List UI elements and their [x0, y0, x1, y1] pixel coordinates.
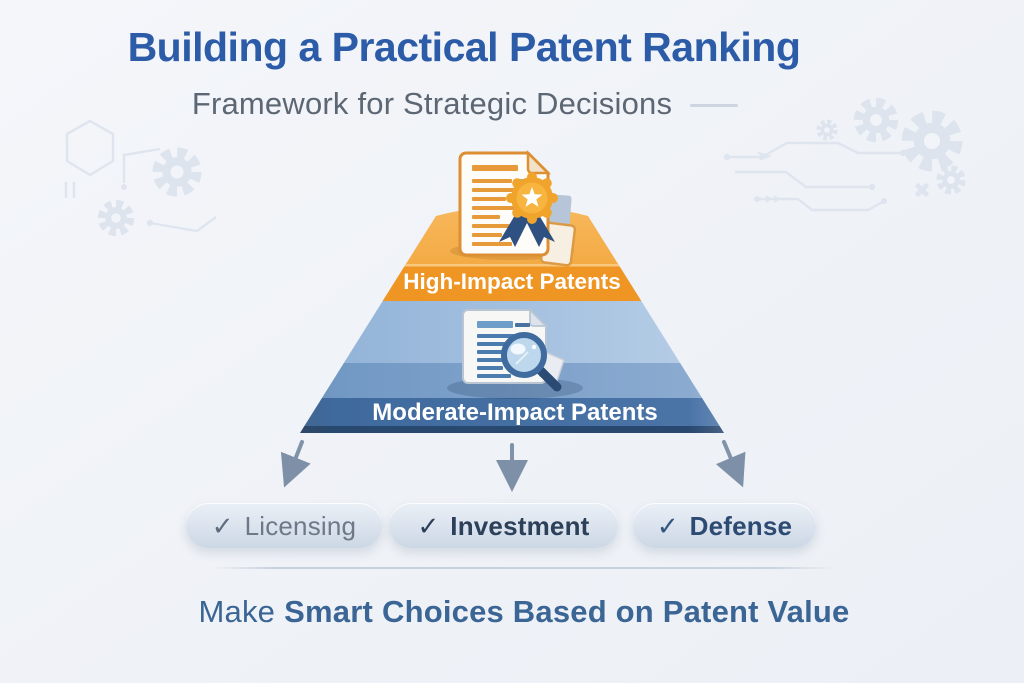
tier-label-moderate-impact: Moderate-Impact Patents [372, 399, 657, 426]
arrow-down-icon [280, 440, 311, 488]
award-ribbon-icon [499, 172, 558, 247]
flow-arrows [280, 440, 746, 492]
option-licensing-label: Licensing [244, 510, 357, 541]
gear-icon [853, 97, 899, 143]
plus-decoration [915, 183, 929, 197]
certificate-award-document-icon [458, 149, 577, 267]
tagline-emphasis: Smart [284, 594, 373, 629]
checkmark-icon: ✓ [211, 510, 234, 541]
subtitle-dash [690, 104, 739, 108]
hexagon-decoration [65, 119, 115, 177]
tagline-rest: Choices Based on Patent Value [381, 594, 850, 629]
footer-divider [213, 567, 835, 569]
option-investment-button[interactable]: ✓ Investment [389, 503, 618, 548]
option-defense-label: Defense [689, 510, 793, 541]
document-magnifier-icon [462, 307, 565, 392]
option-licensing-button[interactable]: ✓ Licensing [186, 503, 382, 548]
checkmark-icon: ✓ [656, 510, 679, 541]
plane-decoration [756, 151, 772, 161]
arrow-down-icon [715, 440, 746, 488]
tagline-lead: Make [198, 594, 276, 629]
magnifier-icon [501, 332, 562, 392]
page-title: Building a Practical Patent Ranking [127, 24, 801, 70]
tier-label-high-impact: High-Impact Patents [403, 269, 621, 294]
option-investment-label: Investment [450, 510, 590, 541]
gear-icon [97, 199, 135, 237]
gear-icon [152, 147, 202, 197]
option-defense-button[interactable]: ✓ Defense [633, 503, 816, 548]
gear-icon [901, 110, 963, 172]
gear-icon [816, 119, 838, 141]
checkmark-icon: ✓ [417, 510, 440, 541]
page-subtitle: Framework for Strategic Decisions [191, 86, 673, 121]
gear-icon [936, 165, 966, 195]
page-subtitle-row: Framework for Strategic Decisions [0, 86, 930, 122]
